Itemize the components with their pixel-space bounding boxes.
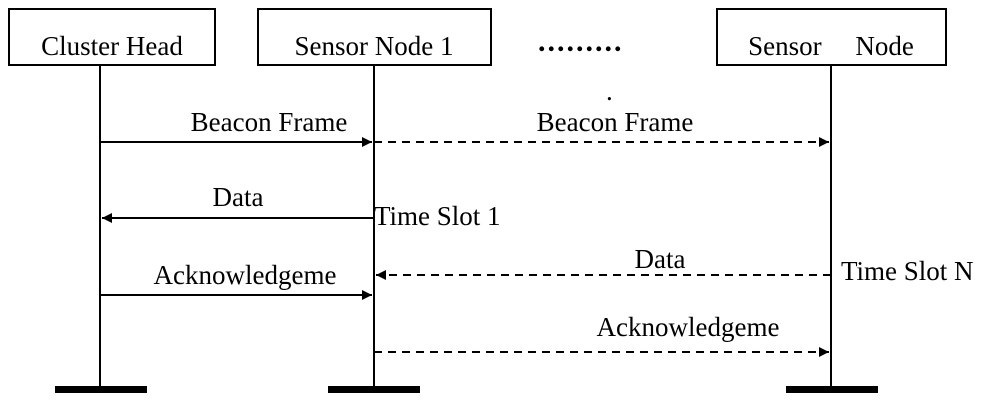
message-beacon-frame-2: Beacon Frame (374, 107, 829, 147)
time-slot-n-label: Time Slot N (841, 256, 974, 286)
participant-label-sensor-node-n: Sensor Node (748, 31, 914, 61)
participant-sensor-node-n: Sensor Node (716, 8, 947, 66)
ellipsis-dot: . (606, 76, 613, 106)
message-label-ack-n: Acknowledgeme (597, 312, 780, 342)
message-ack-1: Acknowledgeme (100, 260, 372, 300)
message-label-ack-1: Acknowledgeme (154, 260, 337, 290)
message-label-beacon-frame-2: Beacon Frame (537, 107, 694, 137)
participant-cluster-head: Cluster Head (8, 8, 216, 66)
message-label-data-1: Data (213, 182, 264, 212)
lifeline-end-bar-sensor-node-n (786, 386, 878, 393)
participant-label-sensor-node-1: Sensor Node 1 (295, 31, 454, 61)
message-data-n: Data (376, 244, 831, 280)
lifeline-end-bar-cluster-head (55, 386, 147, 393)
ellipsis-dots: ......... (538, 25, 624, 58)
message-label-data-n: Data (635, 244, 686, 274)
lifeline-end-bar-sensor-node-1 (328, 386, 420, 393)
message-data-1: Data (102, 182, 374, 223)
message-ack-n: Acknowledgeme (374, 312, 829, 357)
message-label-beacon-frame-1: Beacon Frame (191, 107, 348, 137)
participant-sensor-node-1: Sensor Node 1 (257, 8, 492, 66)
message-beacon-frame-1: Beacon Frame (100, 107, 372, 147)
time-slot-1-label: Time Slot 1 (374, 201, 501, 231)
participant-label-cluster-head: Cluster Head (41, 31, 183, 61)
